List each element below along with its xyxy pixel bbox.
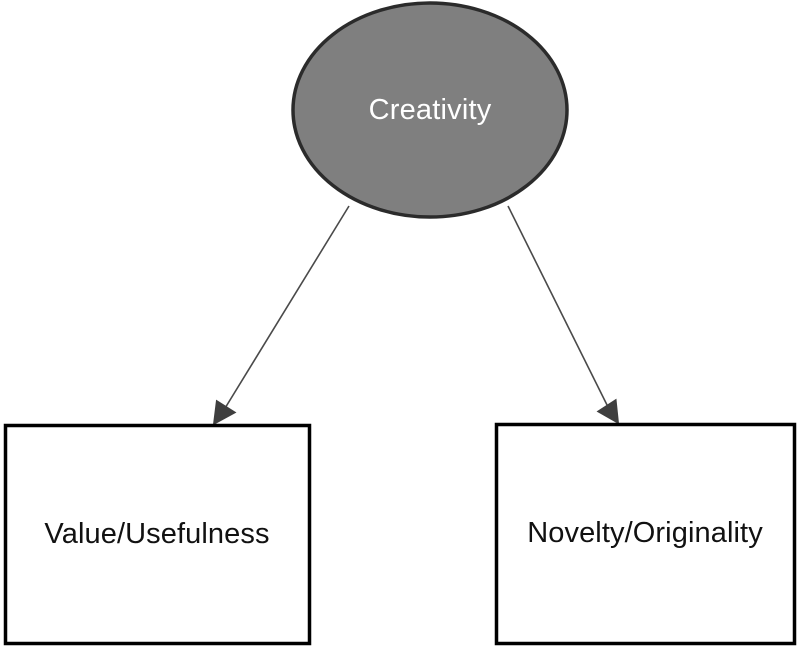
edge-line-creativity-to-novelty (507, 205, 614, 418)
node-novelty-shape[interactable] (494, 422, 797, 646)
edge-line-creativity-to-value (218, 205, 350, 419)
edge-creativity-to-value[interactable] (212, 205, 350, 426)
edge-creativity-to-novelty[interactable] (507, 205, 620, 425)
node-value-shape[interactable] (3, 423, 312, 646)
node-creativity-shape[interactable] (291, 1, 569, 219)
arrowhead-icon-novelty (596, 398, 620, 425)
arrowhead-icon-value (212, 399, 237, 426)
